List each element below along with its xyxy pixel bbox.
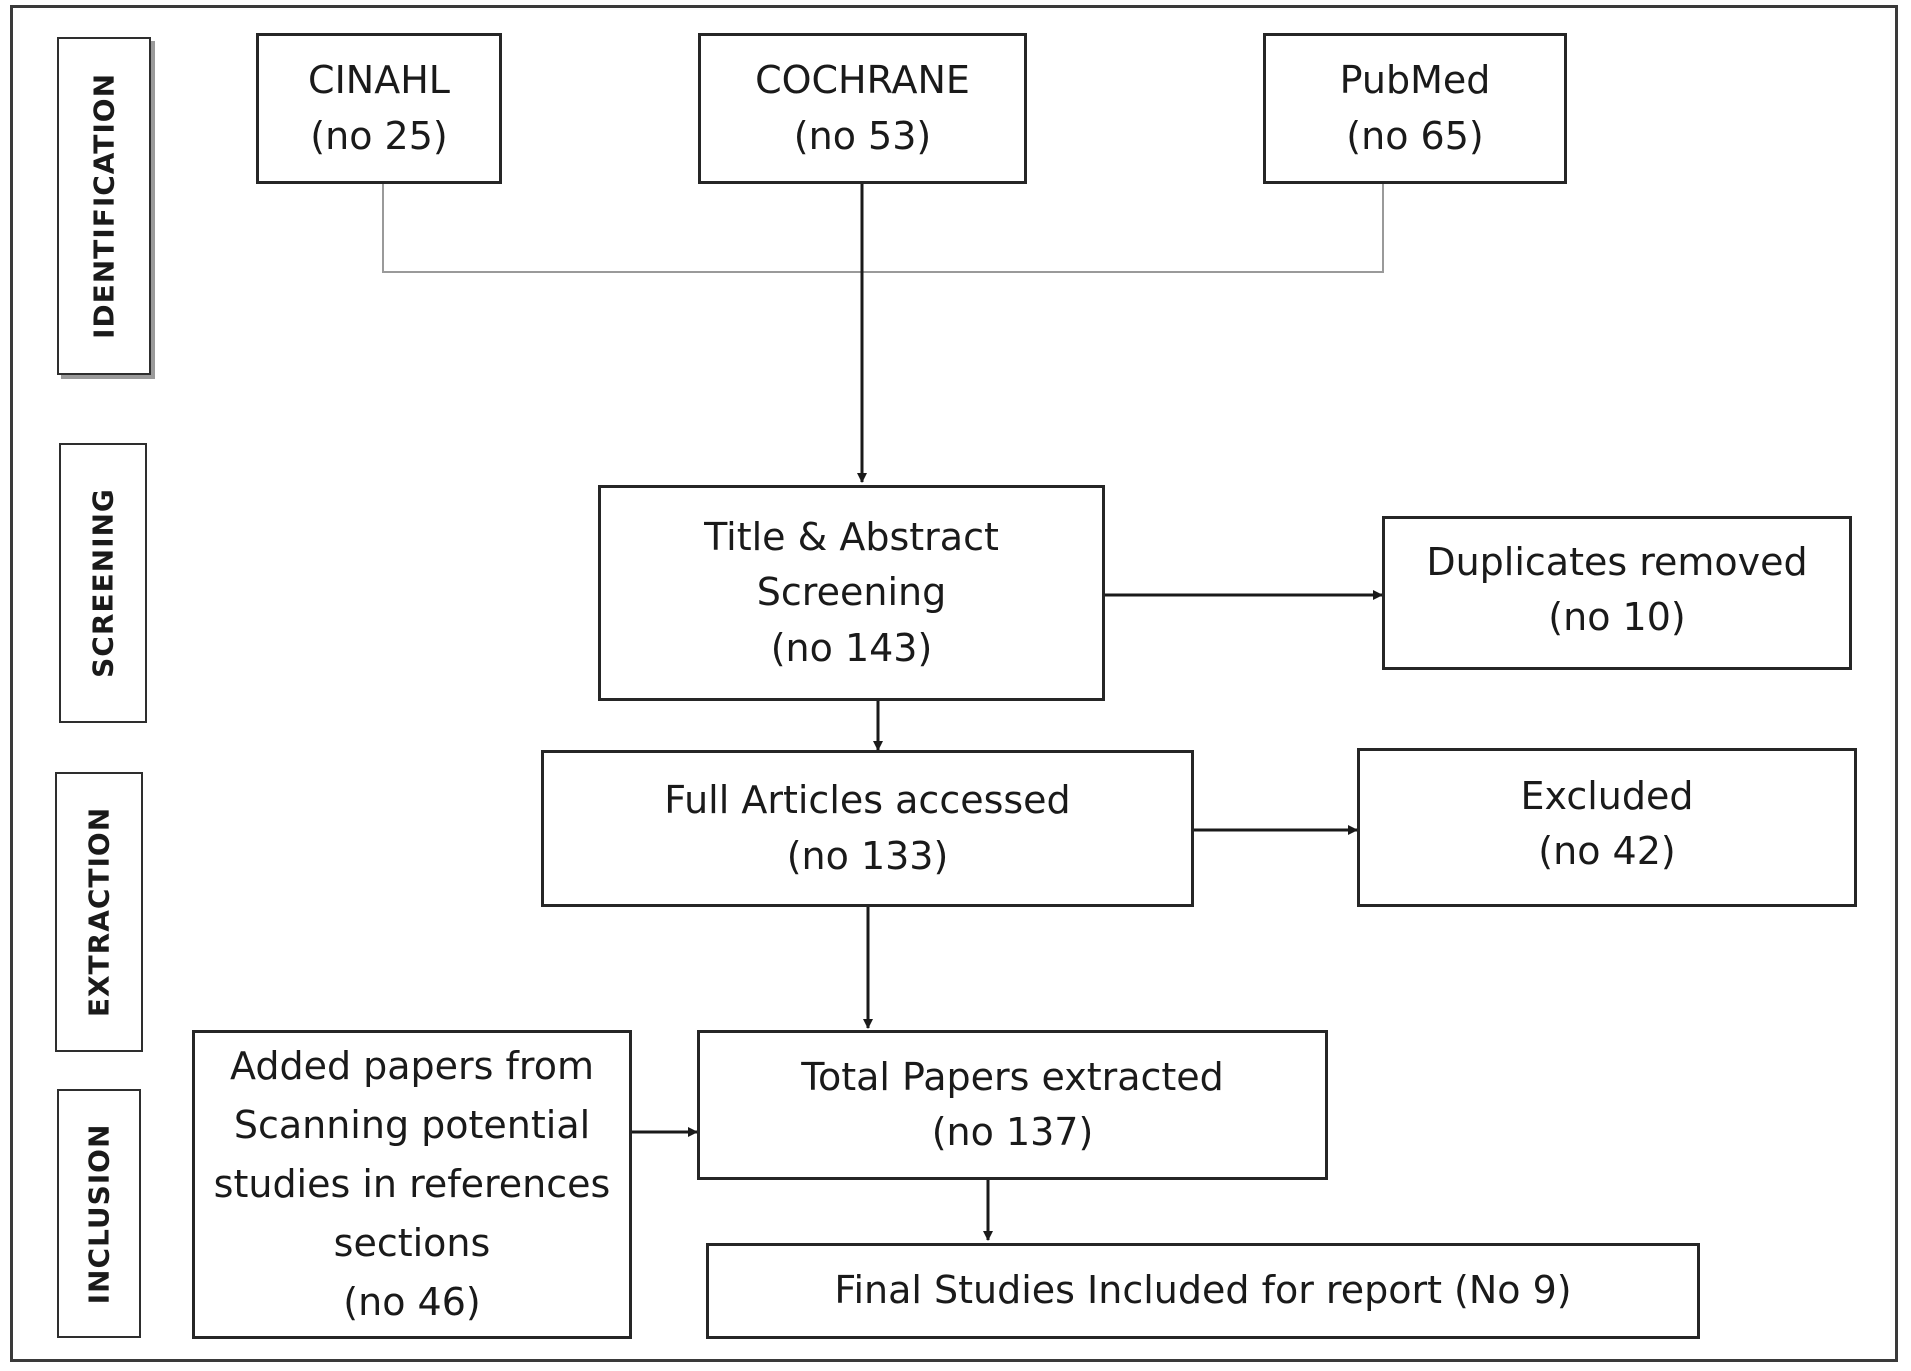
total-papers-label: Total Papers extracted — [801, 1054, 1224, 1099]
pubmed-box: PubMed (no 65) — [1263, 33, 1567, 184]
total-papers-count: (no 137) — [931, 1110, 1094, 1154]
diagram-frame — [10, 5, 1898, 1362]
title-abstract-line1: Title & Abstract — [704, 515, 999, 560]
total-papers-box: Total Papers extracted (no 137) — [697, 1030, 1328, 1180]
stage-screening: SCREENING — [59, 443, 147, 723]
added-papers-box: Added papers from Scanning potential stu… — [192, 1030, 632, 1339]
added-papers-line4: sections — [333, 1220, 491, 1265]
excluded-label: Excluded — [1520, 774, 1694, 818]
duplicates-removed-box: Duplicates removed (no 10) — [1382, 516, 1852, 670]
pubmed-name: PubMed — [1339, 58, 1491, 103]
cochrane-name: COCHRANE — [755, 58, 970, 103]
excluded-count: (no 42) — [1538, 829, 1676, 874]
final-studies-label: Final Studies Included for report (No 9) — [834, 1268, 1572, 1313]
full-articles-box: Full Articles accessed (no 133) — [541, 750, 1194, 907]
title-abstract-line2: Screening — [756, 570, 947, 615]
title-abstract-count: (no 143) — [770, 625, 933, 670]
duplicates-label: Duplicates removed — [1426, 540, 1808, 584]
added-papers-line2: Scanning potential — [233, 1103, 591, 1148]
cinahl-count: (no 25) — [310, 113, 448, 158]
added-papers-line3: studies in references — [213, 1162, 611, 1207]
cinahl-box: CINAHL (no 25) — [256, 33, 502, 184]
pubmed-count: (no 65) — [1346, 113, 1484, 158]
cinahl-merge-line — [382, 182, 1384, 273]
title-abstract-screening-box: Title & Abstract Screening (no 143) — [598, 485, 1105, 701]
full-articles-count: (no 133) — [786, 833, 949, 878]
cochrane-box: COCHRANE (no 53) — [698, 33, 1027, 184]
stage-extraction: EXTRACTION — [55, 772, 143, 1052]
stage-identification: IDENTIFICATION — [57, 37, 151, 375]
final-studies-box: Final Studies Included for report (No 9) — [706, 1243, 1700, 1339]
full-articles-label: Full Articles accessed — [664, 778, 1071, 823]
added-papers-line1: Added papers from — [230, 1044, 594, 1089]
cinahl-name: CINAHL — [308, 58, 450, 103]
excluded-box: Excluded (no 42) — [1357, 748, 1857, 907]
duplicates-count: (no 10) — [1548, 595, 1686, 640]
stage-inclusion: INCLUSION — [57, 1089, 141, 1338]
cochrane-count: (no 53) — [793, 113, 932, 158]
added-papers-count: (no 46) — [343, 1279, 481, 1324]
